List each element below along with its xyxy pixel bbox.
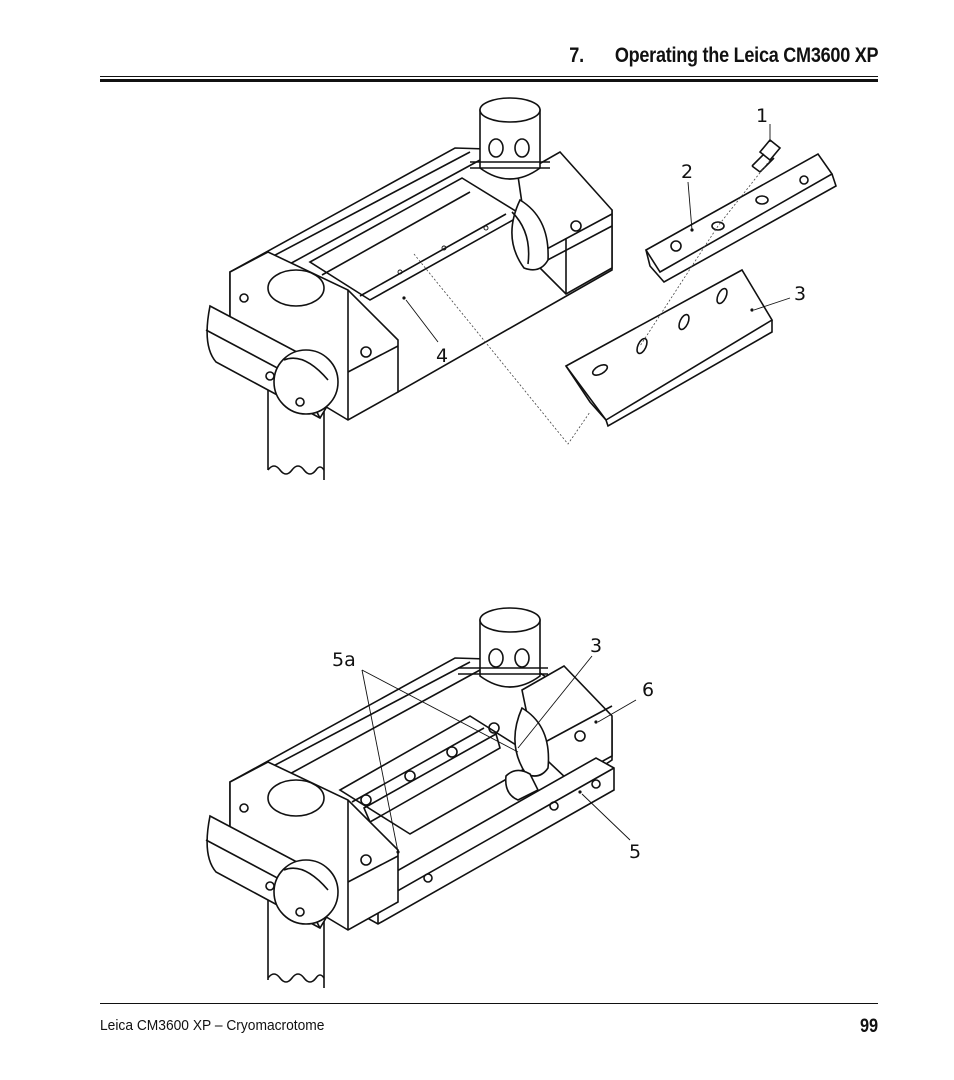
page-number: 99 (859, 1016, 878, 1037)
callout-5: 5 (629, 841, 641, 863)
footer-doc-title: Leica CM3600 XP – Cryomacrotome (100, 1017, 325, 1034)
page-header: 7. Operating the Leica CM3600 XP (100, 44, 878, 84)
section-heading: 7. Operating the Leica CM3600 XP (569, 44, 878, 68)
callout-2: 2 (681, 161, 693, 183)
callout-1: 1 (756, 105, 768, 127)
callout-3: 3 (794, 283, 806, 305)
callout-5a: 5a (332, 649, 356, 671)
callout-6: 6 (642, 679, 654, 701)
callout-4: 4 (436, 345, 448, 367)
callout-3-lower: 3 (590, 635, 602, 657)
header-rule-thick (100, 79, 878, 82)
header-rule-thin (100, 76, 878, 77)
figure-1-assembly (205, 97, 837, 480)
footer-rule (100, 1003, 878, 1004)
figure-2-assembly (205, 607, 637, 988)
section-number: 7. (568, 44, 584, 67)
section-title: Operating the Leica CM3600 XP (614, 44, 878, 67)
